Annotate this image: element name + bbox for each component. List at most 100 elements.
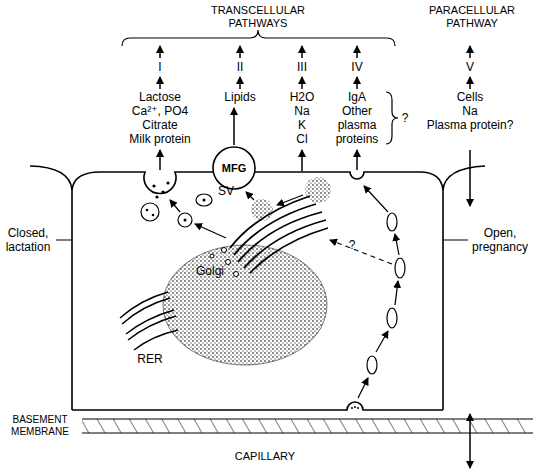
transcytotic-vesicle xyxy=(395,258,405,278)
text-label: Plasma protein? xyxy=(415,118,525,132)
golgi-vesicle xyxy=(222,248,227,253)
secretory-vesicle xyxy=(196,194,212,206)
cell-membrane xyxy=(30,166,485,410)
basement-edge xyxy=(82,433,533,434)
pathway-arrow xyxy=(159,77,161,89)
text-label: Lactose xyxy=(115,90,205,104)
transcytotic-vesicles xyxy=(367,213,405,374)
pathway-arrow xyxy=(301,77,303,89)
golgi-vesicle xyxy=(210,254,214,258)
pathway-arrows xyxy=(160,46,470,171)
transcytosis-route xyxy=(330,186,399,398)
route-arrow xyxy=(195,224,226,238)
route-arrow xyxy=(170,200,180,212)
basement-edge xyxy=(82,419,533,420)
pathway-arrow xyxy=(239,46,241,58)
lipid-route xyxy=(246,192,303,205)
secretion-arrow xyxy=(356,150,358,170)
leader-line xyxy=(443,240,468,241)
golgi-cisterna xyxy=(250,228,328,273)
pathway-number: I xyxy=(145,60,175,74)
vesicle-dot xyxy=(146,209,149,212)
text-label: Open, pregnancy xyxy=(468,226,532,254)
text-label: ? xyxy=(342,238,362,252)
golgi-vesicle xyxy=(226,260,231,265)
route-arrow xyxy=(395,234,399,255)
pathway-arrow xyxy=(356,77,358,89)
secretory-vesicle xyxy=(178,213,192,227)
rough-er xyxy=(120,292,178,350)
text-label: Cl xyxy=(282,132,322,146)
transcytotic-vesicle xyxy=(367,356,377,374)
route-arrow xyxy=(277,195,303,205)
text-label: BASEMENT MEMBRANE xyxy=(0,414,80,438)
content-dot xyxy=(161,190,164,193)
section-heading: PARACELLULAR PATHWAY xyxy=(417,4,527,30)
text-label: Citrate xyxy=(115,118,205,132)
pathway-arrow xyxy=(159,46,161,58)
text-label: RER xyxy=(130,352,170,366)
text-label: SV xyxy=(211,184,241,198)
paracellular-arrow xyxy=(469,150,471,206)
text-label: K xyxy=(282,118,322,132)
basement-membrane xyxy=(82,419,533,433)
content-dot xyxy=(166,181,169,184)
secretion-arrow xyxy=(159,150,161,170)
pathway-number: III xyxy=(287,60,317,74)
group-brace xyxy=(386,92,398,144)
pathway-number: II xyxy=(225,60,255,74)
vesicle-dot xyxy=(184,219,187,222)
text-label: H2O xyxy=(282,90,322,104)
nucleus xyxy=(163,245,327,365)
route-arrow xyxy=(246,192,254,200)
pathway-bracket xyxy=(122,30,395,46)
text-label: IgA xyxy=(331,90,383,104)
lipid-droplet xyxy=(305,177,331,203)
secretory-vesicle xyxy=(141,203,159,221)
lateral-membrane xyxy=(30,166,72,410)
basal-membrane xyxy=(72,402,443,410)
transcytotic-vesicle xyxy=(387,308,397,328)
text-label: Golgi xyxy=(188,264,232,278)
pathway-arrow xyxy=(469,46,471,58)
section-heading: TRANSCELLULAR PATHWAYS xyxy=(203,4,313,30)
vesicle-content xyxy=(152,181,359,409)
content-dot xyxy=(354,406,356,408)
apical-membrane xyxy=(72,172,226,194)
secretion-arrow xyxy=(301,150,303,171)
secretion-route xyxy=(170,200,226,238)
content-dot xyxy=(155,195,158,198)
route-arrow xyxy=(358,378,368,398)
lateral-membrane xyxy=(443,166,485,190)
vesicle-dot xyxy=(152,214,155,217)
pathway-number: IV xyxy=(342,60,372,74)
route-arrow xyxy=(364,186,388,212)
vesicle-dot xyxy=(203,199,206,202)
text-label: Closed, lactation xyxy=(0,226,56,254)
er-cisterna xyxy=(126,310,174,334)
pathway-number: V xyxy=(455,60,485,74)
pathway-arrow xyxy=(469,77,471,89)
node-label: MFG xyxy=(212,146,256,190)
text-label: Lipids xyxy=(210,90,270,104)
golgi-apparatus xyxy=(230,196,328,273)
uncertain-route-arrow xyxy=(330,240,392,264)
text-label: Ca²⁺, PO4 xyxy=(115,104,205,118)
pathway-arrow xyxy=(239,77,241,89)
globule-circle xyxy=(213,147,255,189)
text-label: Milk protein xyxy=(115,132,205,146)
content-dot xyxy=(152,184,155,187)
golgi-cisterna xyxy=(244,220,326,268)
text-label: Other plasma proteins xyxy=(331,104,383,146)
pathway-arrow xyxy=(356,46,358,58)
leader-line xyxy=(56,240,72,241)
er-cisterna xyxy=(128,316,176,340)
text-label: ? xyxy=(395,111,415,125)
er-cisterna xyxy=(134,330,178,350)
text-label: Na xyxy=(440,104,500,118)
route-arrow xyxy=(395,281,398,305)
text-label: Cells xyxy=(440,90,500,104)
